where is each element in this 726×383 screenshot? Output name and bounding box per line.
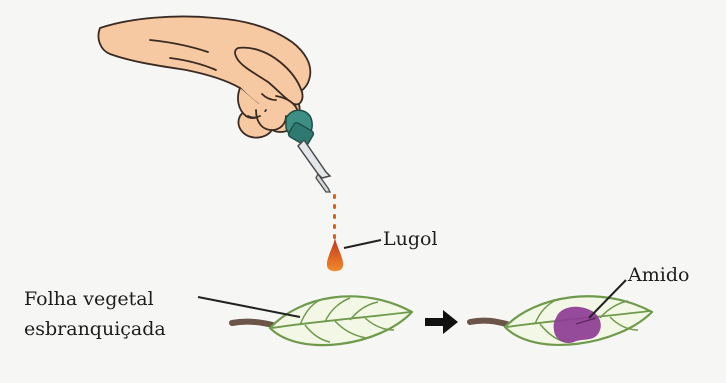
leaf-label-line1: Folha vegetal [24,288,154,310]
lugol-leader-line [344,240,381,248]
lugol-drops [327,194,343,271]
leaf-label-line2: esbranquiçada [24,318,166,340]
amido-label: Amido [628,264,689,286]
stained-leaf [470,296,652,345]
white-leaf [232,296,412,345]
folha-leader-line [198,297,300,317]
hand-icon [98,16,310,137]
lugol-label: Lugol [383,228,438,250]
right-arrow-icon [425,310,458,334]
dropper-icon [286,110,330,192]
